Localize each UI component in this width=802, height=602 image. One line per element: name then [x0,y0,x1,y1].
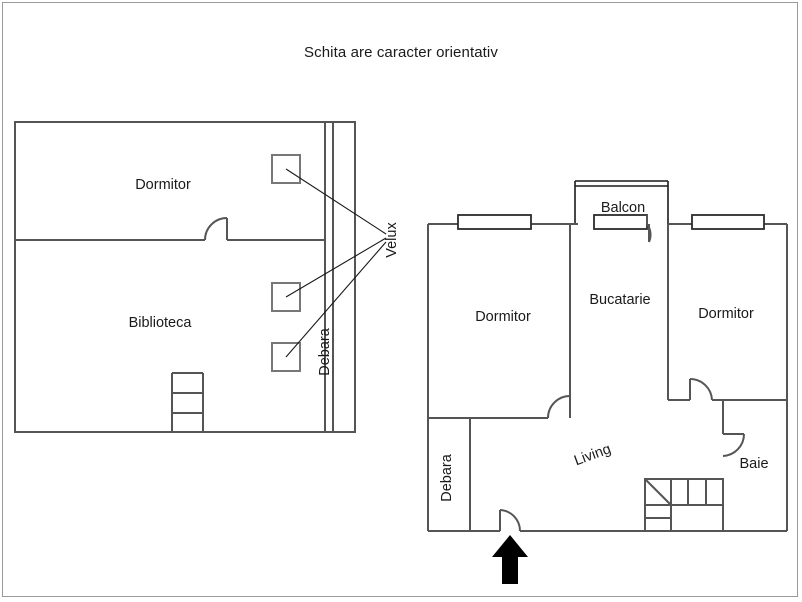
entrance-arrow [492,535,528,584]
right-plan-doors [499,215,746,532]
window-balcon [593,214,648,230]
window-dormitor-right [691,214,765,230]
velux-windows [271,154,301,372]
right-floor-plan: Dormitor Bucatarie Dormitor Balcon Livin… [427,180,788,584]
right-plan-walls [427,223,788,532]
balcony-railing [574,180,669,225]
door-balcon [646,215,652,243]
room-label-debara-attic: Debara [317,327,333,375]
door-attic-bedroom [204,217,228,241]
room-label-biblioteca: Biblioteca [129,315,193,331]
staircase [644,478,724,531]
door-dormitor-right [689,377,713,401]
room-label-dormitor-right: Dormitor [698,306,754,322]
left-floor-plan: Dormitor Biblioteca Debara Velux [14,121,400,433]
annotation-label-velux: Velux [384,222,400,258]
door-baie [722,433,746,457]
velux-leader-lines [285,168,387,358]
room-label-balcon: Balcon [601,200,645,216]
page-title: Schita are caracter orientativ [304,44,498,61]
room-label-living: Living [572,441,613,469]
room-label-debara-ground: Debara [439,453,455,501]
door-dormitor-left [547,395,571,419]
room-label-dormitor-attic: Dormitor [135,177,191,193]
room-label-dormitor-left: Dormitor [475,309,531,325]
room-label-bucatarie: Bucatarie [589,292,650,308]
attic-ladder [171,372,204,432]
room-label-baie: Baie [739,456,768,472]
right-plan-windows [457,214,765,230]
window-dormitor-left [457,214,532,230]
left-plan-walls [14,121,356,433]
door-entrance [499,509,522,532]
